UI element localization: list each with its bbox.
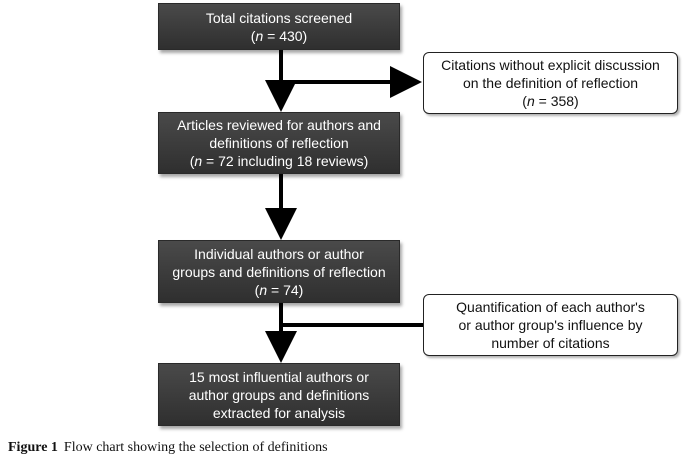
box-line: Citations without explicit discussion <box>441 57 660 73</box>
box-count: (n = 74) <box>254 281 304 298</box>
box-line: Articles reviewed for authors and <box>177 117 381 133</box>
figure-label: Figure 1 <box>8 440 58 455</box>
box-line: Individual authors or author <box>194 245 364 262</box>
box-line: Quantification of each author's <box>456 299 645 315</box>
box-citations-excluded: Citations without explicit discussion on… <box>423 52 678 114</box>
figure-caption: Figure 1 Flow chart showing the selection… <box>8 440 328 456</box>
box-count: (n = 430) <box>250 27 308 44</box>
box-line: definitions of reflection <box>209 135 349 151</box>
box-line: extracted for analysis <box>212 404 346 421</box>
box-final-selection: 15 most influential authors or author gr… <box>158 363 400 426</box>
box-individual-authors: Individual authors or author groups and … <box>158 240 400 303</box>
box-total-citations-screened: Total citations screened (n = 430) <box>158 3 400 50</box>
box-quantification: Quantification of each author's or autho… <box>423 294 678 356</box>
box-line: or author group's influence by <box>458 317 643 333</box>
box-articles-reviewed: Articles reviewed for authors and defini… <box>158 112 400 174</box>
box-line: Total citations screened <box>205 9 353 26</box>
box-line: number of citations <box>491 335 610 351</box>
box-line: author groups and definitions <box>188 386 370 403</box>
box-count: (n = 72 including 18 reviews) <box>189 153 369 169</box>
figure-caption-text: Flow chart showing the selection of defi… <box>63 440 328 455</box>
box-line: 15 most influential authors or <box>189 368 369 385</box>
box-count: (n = 358) <box>522 93 579 109</box>
box-line: groups and definitions of reflection <box>172 263 386 280</box>
box-line: on the definition of reflection <box>462 75 639 91</box>
